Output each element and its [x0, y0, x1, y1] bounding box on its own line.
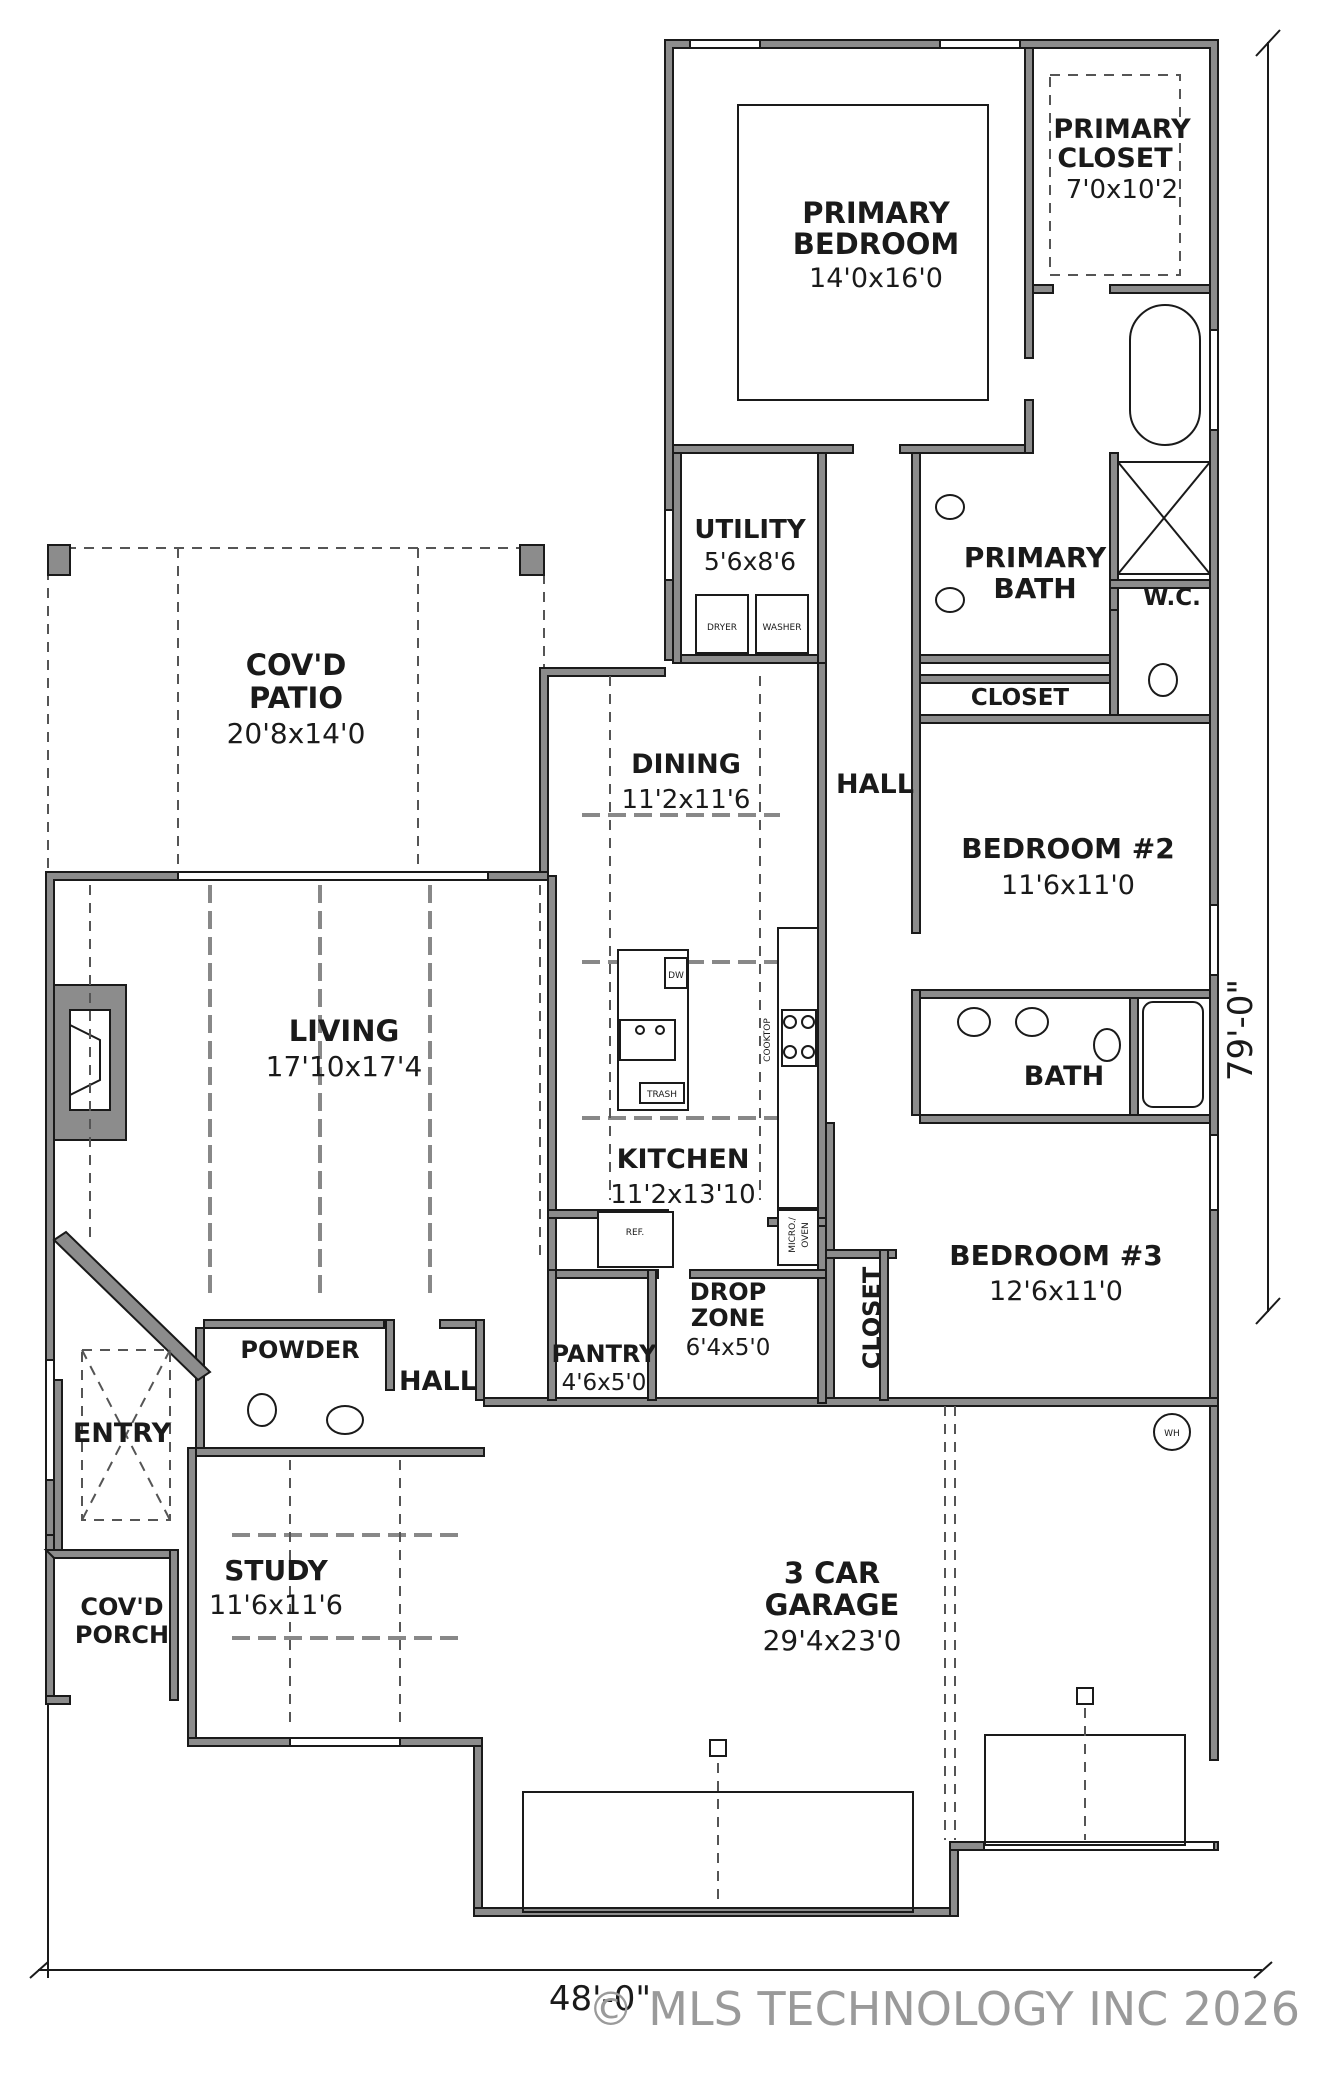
bedroom3-size: 12'6x11'0 [989, 1276, 1123, 1307]
primary-bedroom-name-2: BEDROOM [793, 227, 959, 261]
bath-fixtures: WH [247, 304, 1211, 1451]
windows [45, 39, 1219, 1851]
garage-doors [522, 1687, 1186, 1913]
closet-b3-name: CLOSET [858, 1266, 886, 1369]
utility-fixtures: DRYER WASHER [695, 594, 809, 654]
pantry-size: 4'6x5'0 [562, 1370, 647, 1396]
ceiling-lines [81, 74, 1181, 1840]
bedroom2-name: BEDROOM #2 [961, 832, 1174, 865]
entry-name: ENTRY [73, 1418, 172, 1449]
primary-closet-name-2: CLOSET [1057, 143, 1173, 174]
living-name: LIVING [289, 1014, 400, 1048]
watermark: © MLS TECHNOLOGY INC 2026 [588, 1982, 1300, 2036]
wc-name: W.C. [1143, 585, 1201, 611]
cov-patio-name-2: PATIO [249, 681, 343, 715]
covered-patio-outline [47, 544, 545, 879]
garage-name-1: 3 CAR [784, 1556, 880, 1590]
drop-zone-size: 6'4x5'0 [686, 1335, 771, 1361]
kitchen-name: KITCHEN [617, 1144, 750, 1175]
primary-bedroom-name-1: PRIMARY [802, 196, 950, 230]
powder-name: POWDER [240, 1336, 359, 1364]
drop-zone-name-2: ZONE [691, 1304, 765, 1332]
oven-label: OVEN [801, 1222, 811, 1248]
washer-label: WASHER [763, 623, 802, 633]
interior-walls [52, 47, 1211, 1551]
primary-bath-name-2: BATH [993, 572, 1076, 605]
cov-porch-name-1: COV'D [80, 1593, 163, 1621]
hall-small-name: HALL [399, 1366, 477, 1397]
micro-label: MICRO./ [788, 1216, 798, 1253]
overall-depth-label: 79'-0" [1221, 979, 1261, 1081]
garage-size: 29'4x23'0 [763, 1624, 902, 1657]
trash-label: TRASH [646, 1090, 677, 1100]
dishwasher-label: DW [668, 971, 684, 981]
dryer-label: DRYER [707, 623, 737, 633]
primary-closet-size: 7'0x10'2 [1066, 175, 1178, 205]
cov-patio-size: 20'8x14'0 [227, 717, 366, 750]
primary-bedroom-size: 14'0x16'0 [809, 263, 943, 294]
utility-name: UTILITY [694, 515, 806, 545]
kitchen-fixtures: TRASH DW COOKTOP MICRO./ OVEN REF. [597, 927, 819, 1268]
bath-name: BATH [1024, 1061, 1104, 1092]
garage-name-2: GARAGE [765, 1588, 900, 1622]
primary-closet-name-1: PRIMARY [1053, 114, 1191, 145]
refrigerator-label: REF. [626, 1228, 645, 1238]
cov-patio-name-1: COV'D [246, 648, 347, 682]
study-size: 11'6x11'6 [209, 1590, 343, 1621]
overall-width-label: 48'-0" [549, 1979, 651, 2019]
bedroom2-size: 11'6x11'0 [1001, 870, 1135, 901]
hall-main-name: HALL [836, 769, 914, 800]
closet-hall-name: CLOSET [971, 685, 1070, 711]
dining-name: DINING [631, 749, 741, 780]
bedroom3-name: BEDROOM #3 [949, 1239, 1162, 1272]
room-labels: PRIMARY BEDROOM 14'0x16'0 PRIMARY CLOSET… [73, 114, 1201, 1657]
primary-bath-name-1: PRIMARY [964, 541, 1107, 574]
kitchen-size: 11'2x13'10 [610, 1180, 755, 1210]
cooktop-label: COOKTOP [763, 1018, 773, 1062]
living-size: 17'10x17'4 [266, 1050, 423, 1083]
study-name: STUDY [224, 1554, 328, 1587]
drop-zone-name-1: DROP [690, 1278, 766, 1306]
cov-porch-name-2: PORCH [75, 1621, 169, 1649]
dining-size: 11'2x11'6 [622, 785, 751, 815]
pantry-name: PANTRY [552, 1340, 658, 1368]
utility-size: 5'6x8'6 [704, 547, 796, 576]
water-heater-label: WH [1164, 1429, 1180, 1439]
